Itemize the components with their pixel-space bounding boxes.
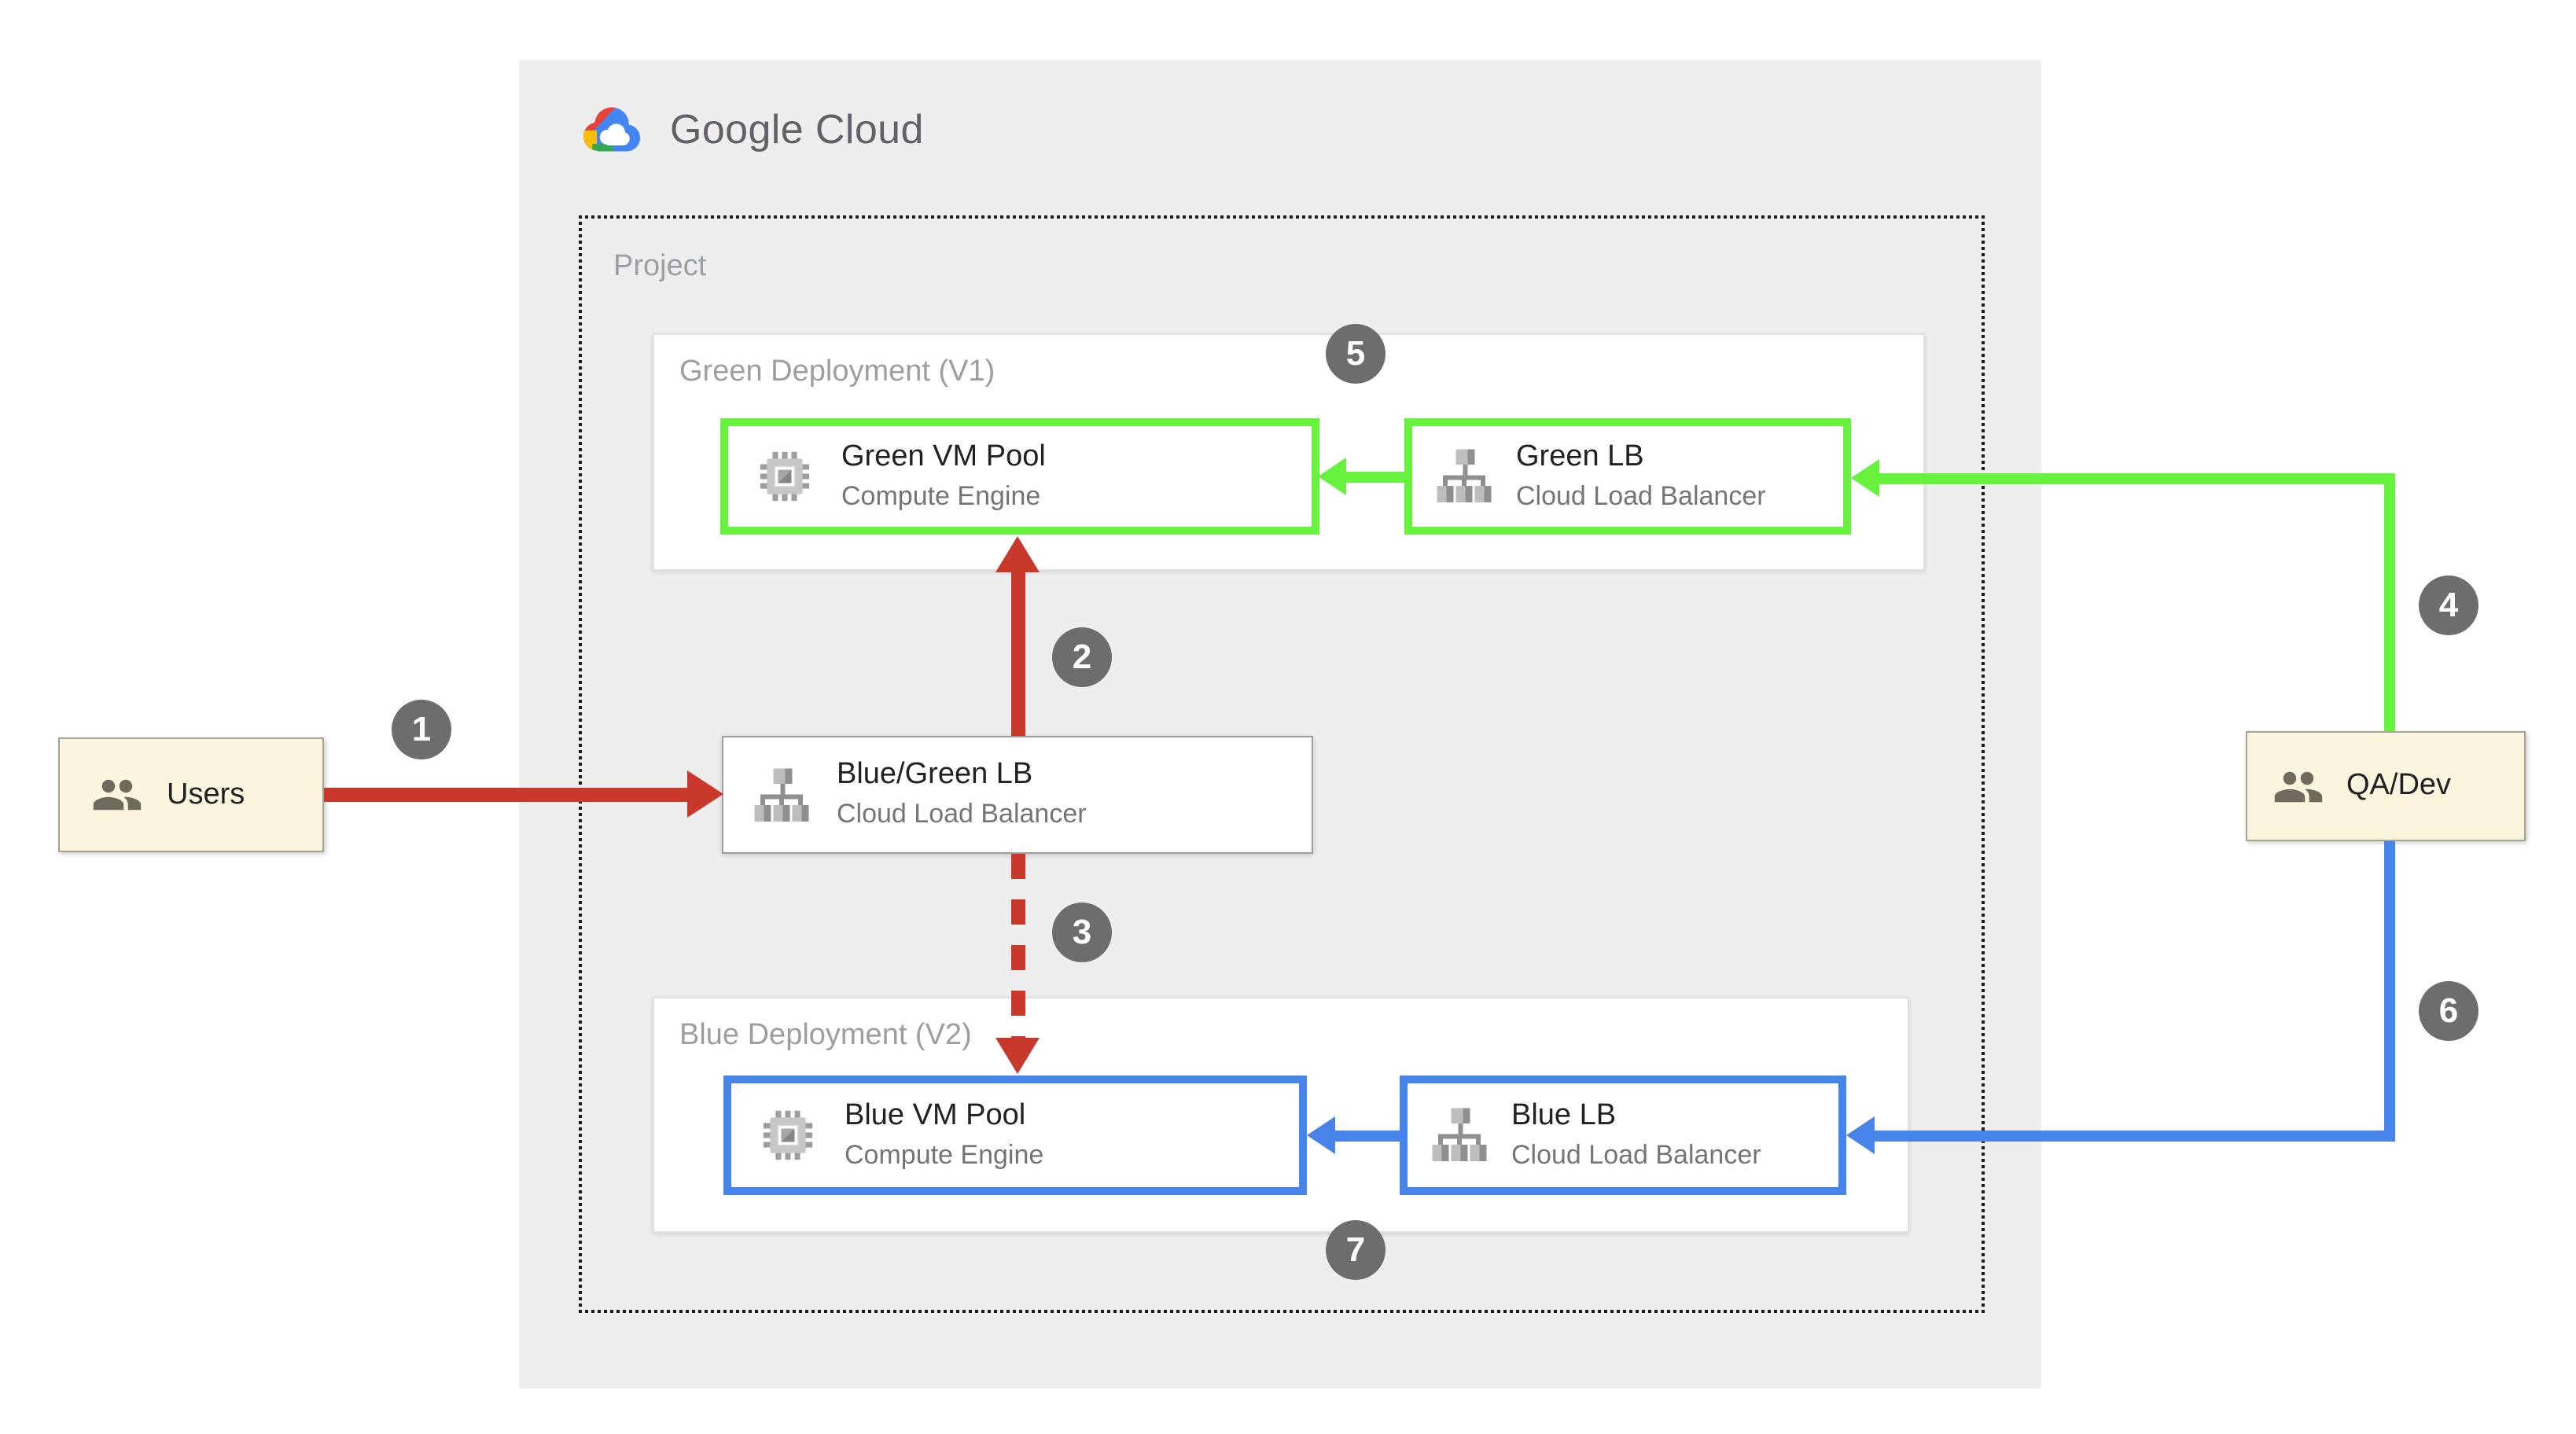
users-icon: [93, 779, 142, 811]
arrow-router-to-green-vm-arrowhead: [995, 536, 1040, 572]
compute-engine-icon: [760, 451, 810, 502]
load-balancer-icon: [1432, 1108, 1487, 1161]
blue-vm-pool-card: Blue VM Pool Compute Engine: [723, 1076, 1307, 1195]
google-cloud-logo-text: Google Cloud: [670, 105, 924, 153]
arrow-router-to-green-vm: [1011, 572, 1025, 736]
project-label: Project: [613, 250, 707, 283]
blue-lb-subtitle: Cloud Load Balancer: [1511, 1139, 1761, 1170]
step-badge-4: 4: [2419, 575, 2478, 635]
blue-green-lb-card: Blue/Green LB Cloud Load Balancer: [722, 736, 1313, 854]
step-badge-3: 3: [1052, 903, 1112, 962]
green-vm-pool-title: Green VM Pool: [841, 439, 1046, 473]
users-icon: [2274, 770, 2323, 802]
route-qa-to-blue-lb-vertical: [2384, 841, 2395, 1142]
load-balancer-icon: [754, 767, 809, 821]
step-badge-5: 5: [1326, 324, 1386, 384]
arrow-users-to-router-arrowhead: [687, 770, 723, 818]
qa-dev-card: QA/Dev: [2246, 731, 2526, 841]
google-cloud-logo: Google Cloud: [574, 101, 924, 159]
blue-deployment-label: Blue Deployment (V2): [679, 1019, 972, 1052]
arrow-router-to-blue-vm-dashed: [1011, 854, 1025, 1038]
blue-vm-pool-subtitle: Compute Engine: [845, 1139, 1044, 1170]
route-qa-to-green-lb-arrowhead: [1851, 459, 1879, 497]
blue-lb-card: Blue LB Cloud Load Balancer: [1400, 1076, 1846, 1195]
arrow-router-to-blue-vm-arrowhead: [995, 1038, 1040, 1074]
arrow-users-to-router: [324, 788, 687, 802]
project-boundary: Project: [579, 215, 1985, 1313]
google-cloud-logo-icon: [583, 107, 641, 152]
route-qa-to-blue-lb-arrowhead: [1846, 1116, 1875, 1154]
route-qa-to-green-lb-horizontal: [1879, 473, 2395, 484]
step-badge-1: 1: [392, 700, 451, 759]
green-lb-subtitle: Cloud Load Balancer: [1516, 480, 1766, 511]
users-label: Users: [167, 778, 245, 811]
route-qa-to-blue-lb-horizontal: [1875, 1131, 2395, 1142]
step-badge-7: 7: [1326, 1220, 1386, 1280]
users-card: Users: [58, 737, 324, 852]
arrow-green-lb-to-green-vm: [1346, 472, 1404, 483]
qa-dev-label: QA/Dev: [2346, 769, 2452, 802]
green-lb-title: Green LB: [1516, 439, 1644, 473]
blue-green-lb-subtitle: Cloud Load Balancer: [837, 799, 1087, 829]
blue-vm-pool-title: Blue VM Pool: [845, 1098, 1026, 1132]
arrow-blue-lb-to-blue-vm: [1335, 1131, 1400, 1142]
blue-green-lb-title: Blue/Green LB: [837, 758, 1033, 792]
green-deployment-label: Green Deployment (V1): [679, 355, 995, 388]
arrow-blue-lb-to-blue-vm-arrowhead: [1307, 1116, 1335, 1154]
green-vm-pool-subtitle: Compute Engine: [841, 480, 1041, 511]
step-badge-6: 6: [2419, 981, 2478, 1041]
green-lb-card: Green LB Cloud Load Balancer: [1404, 418, 1851, 535]
green-vm-pool-card: Green VM Pool Compute Engine: [720, 418, 1319, 535]
compute-engine-icon: [763, 1110, 813, 1160]
step-badge-2: 2: [1052, 627, 1112, 687]
arrow-green-lb-to-green-vm-arrowhead: [1318, 458, 1346, 495]
load-balancer-icon: [1437, 449, 1492, 502]
route-qa-to-green-lb-vertical: [2384, 473, 2395, 731]
blue-lb-title: Blue LB: [1511, 1098, 1617, 1132]
